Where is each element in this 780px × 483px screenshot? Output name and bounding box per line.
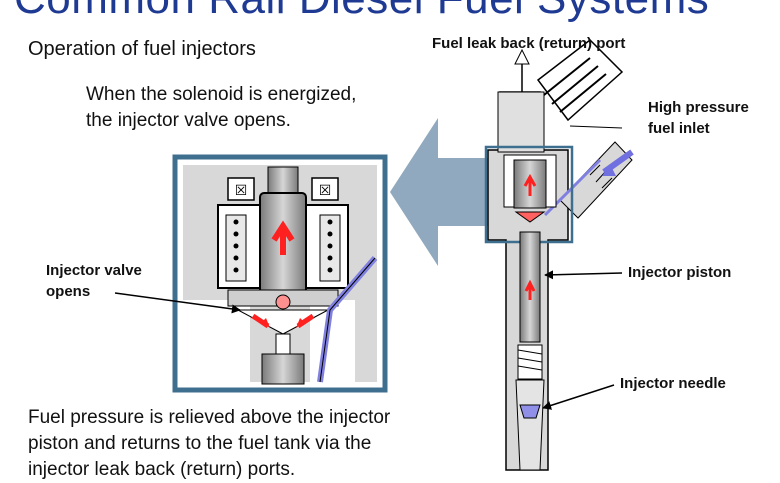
leader-piston xyxy=(544,270,623,280)
label-injector-needle: Injector needle xyxy=(620,375,726,392)
intro-line-1: When the solenoid is energized, xyxy=(86,84,357,105)
svg-text:☒: ☒ xyxy=(319,183,332,199)
label-valve-opens-1: Injector valve xyxy=(46,262,142,279)
label-high-pressure-2: fuel inlet xyxy=(648,120,710,137)
label-injector-piston: Injector piston xyxy=(628,264,732,281)
leader-valve xyxy=(114,292,241,314)
section-subtitle: Operation of fuel injectors xyxy=(28,38,256,60)
zoom-arrow xyxy=(390,118,488,266)
label-high-pressure-1: High pressure xyxy=(648,99,749,116)
svg-text:☒: ☒ xyxy=(235,183,248,199)
leader-inlet xyxy=(569,125,623,129)
slide-title: Common Rail Diesel Fuel Systems xyxy=(14,0,709,24)
body-paragraph: Fuel pressure is relieved above the inje… xyxy=(28,405,478,483)
injector-body xyxy=(484,39,634,471)
label-leak-back-port: Fuel leak back (return) port xyxy=(432,35,626,52)
zoomed-inset: ☒ ☒ xyxy=(172,154,388,393)
body-line-3: injector leak back (return) ports. xyxy=(28,459,296,480)
intro-line-2: the injector valve opens. xyxy=(86,110,291,131)
leader-needle xyxy=(542,384,615,410)
injector-diagram: ☒ ☒ xyxy=(114,39,634,471)
body-line-2: piston and returns to the fuel tank via … xyxy=(28,433,372,454)
body-line-1: Fuel pressure is relieved above the inje… xyxy=(28,407,391,428)
label-valve-opens-2: opens xyxy=(46,283,91,300)
